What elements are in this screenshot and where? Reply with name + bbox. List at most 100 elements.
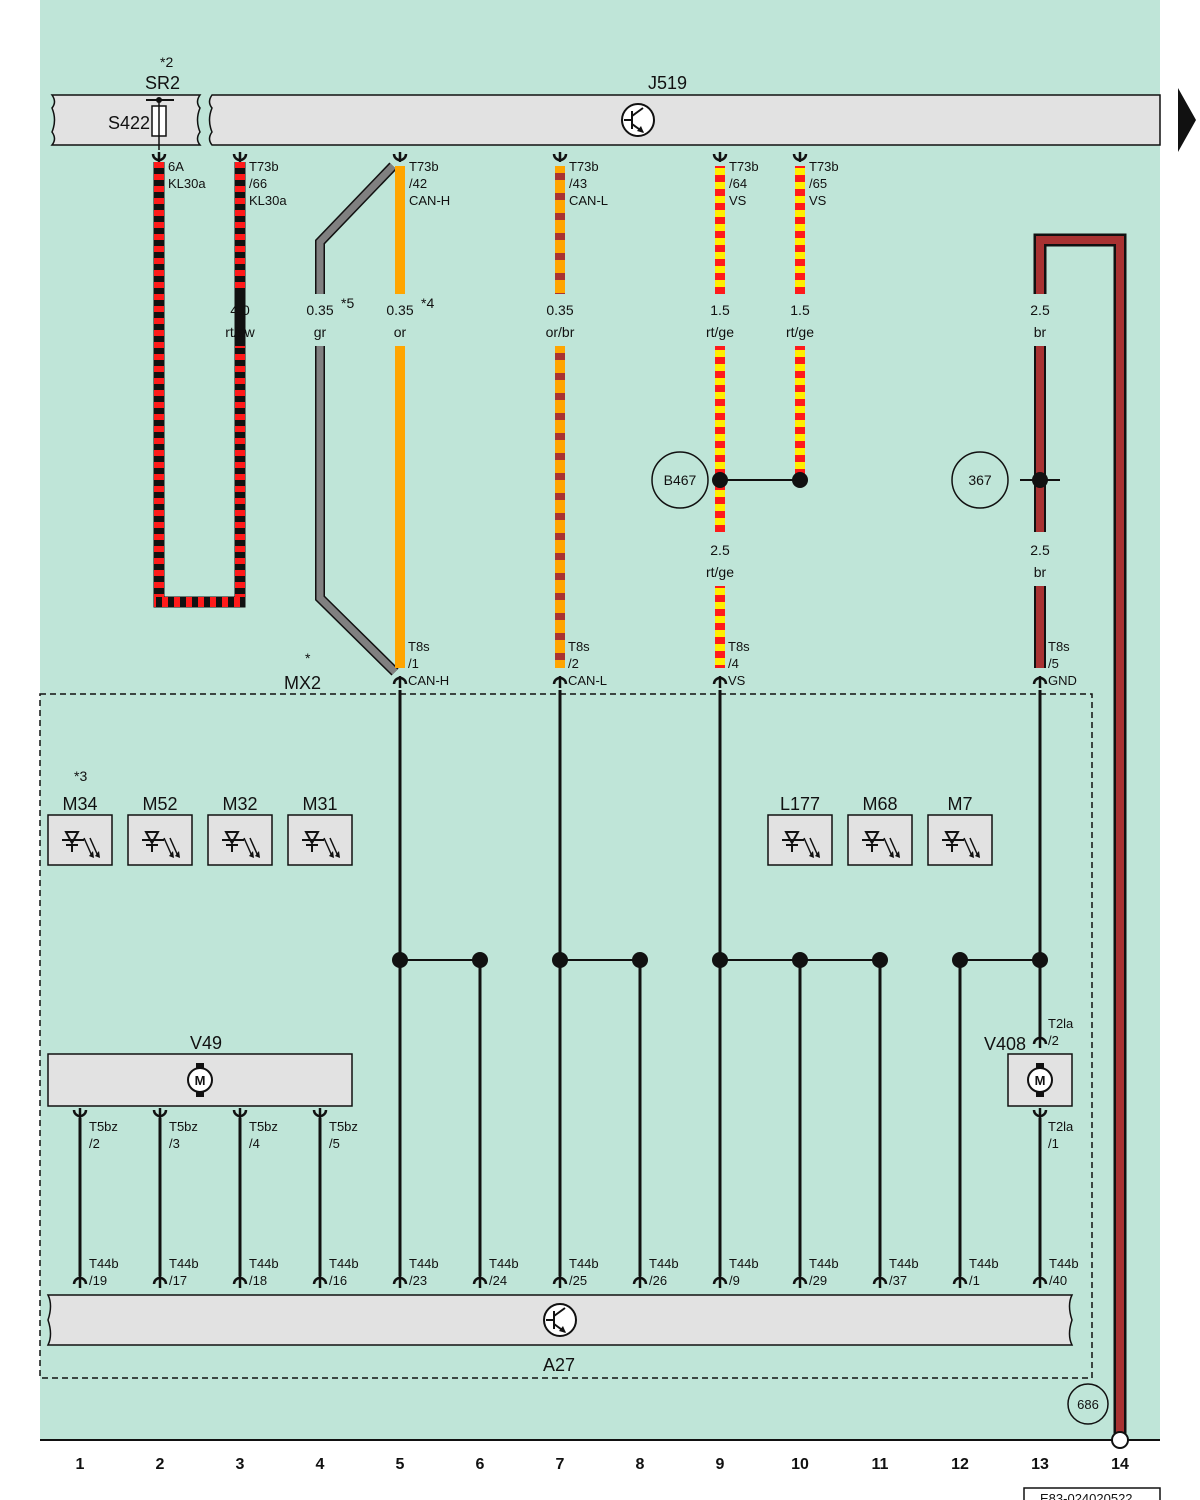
367-label: 367 (968, 472, 992, 488)
lamp-m68: M68 (847, 794, 913, 866)
wire-col4-grey (315, 162, 399, 676)
a27-pin-label: T44b (489, 1256, 519, 1271)
lamp-m32: M32 (207, 794, 273, 866)
mx2-pin-label-p7: T8s (568, 639, 590, 654)
mx2-pin-label-p5: CAN-H (408, 673, 449, 688)
wire-size-w9b: 2.5 (710, 542, 730, 558)
mx2-pin-label-p5: /1 (408, 656, 419, 671)
v49-pin-label: /4 (249, 1136, 260, 1151)
wire-color-w13: br (1034, 324, 1047, 340)
a27-pin-label: /18 (249, 1273, 267, 1288)
mx2-pin-label-p9: VS (728, 673, 746, 688)
a27-pin-label: /40 (1049, 1273, 1067, 1288)
column-number: 5 (396, 1456, 405, 1473)
a27-pin-label: T44b (889, 1256, 919, 1271)
column-number: 9 (716, 1456, 725, 1473)
column-number: 14 (1111, 1456, 1129, 1473)
wire-col5-orange (395, 166, 405, 668)
v49-pin-label: T5bz (249, 1119, 278, 1134)
v49-pin-label: T5bz (89, 1119, 118, 1134)
column-number: 11 (872, 1456, 889, 1473)
column-number: 13 (1031, 1456, 1049, 1473)
label-layer: 6AKL30aT73b/66KL30aT73b/42CAN-HT73b/43CA… (47, 159, 1129, 1473)
v408-pin-label: T2la (1048, 1119, 1074, 1134)
a27-pin-label: /25 (569, 1273, 587, 1288)
next-page-arrow[interactable] (1178, 88, 1196, 152)
686-label: 686 (1077, 1397, 1099, 1412)
a27-pin-label: T44b (409, 1256, 439, 1271)
lamp-label: M32 (222, 794, 257, 814)
column-number: 10 (791, 1456, 809, 1473)
lamp-m52: M52 (127, 794, 193, 866)
junction-367: 367 (951, 451, 1060, 509)
wire-size-w13: 2.5 (1030, 302, 1050, 318)
a27-pin-label: /23 (409, 1273, 427, 1288)
a27-pin-label: /37 (889, 1273, 907, 1288)
wire-col10-rtge (795, 166, 805, 480)
lamp-m34: M34 (47, 794, 113, 866)
v408-label: V408 (984, 1034, 1026, 1054)
motor-icon: M (1027, 1063, 1053, 1097)
led-icon (222, 831, 260, 858)
lamp-label: M31 (302, 794, 337, 814)
pin-label-p7: CAN-L (569, 193, 608, 208)
column-number: 12 (951, 1456, 969, 1473)
lamp-label: M52 (142, 794, 177, 814)
v49-label: V49 (190, 1033, 222, 1053)
wire-color-w5: or (394, 324, 407, 340)
lamp-label: M34 (62, 794, 97, 814)
led-icon (62, 831, 100, 858)
sr2-label: SR2 (145, 73, 180, 93)
column-number: 3 (236, 1456, 245, 1473)
connector-layer (72, 152, 1048, 1288)
column-number: 1 (76, 1456, 85, 1473)
lamp-l177: L177 (767, 794, 833, 866)
v408-pin-label: T2la (1048, 1016, 1074, 1031)
mx2-pin-label-p13: GND (1048, 673, 1077, 688)
motor-v408: V408 M (984, 1034, 1073, 1107)
transistor-icon (621, 103, 655, 137)
wire-size-w4: 0.35 (306, 302, 333, 318)
internal-splices (392, 952, 1048, 968)
mx2-label: MX2 (284, 673, 321, 693)
fuse-label-s422: S422 (108, 113, 150, 133)
pin-label-p3: /66 (249, 176, 267, 191)
wire-col9-rtge (715, 166, 725, 668)
wire-col2-3-loop (153, 162, 246, 608)
svg-text:M: M (195, 1073, 206, 1088)
a27-pin-label: /17 (169, 1273, 187, 1288)
mx2-pin-label-p7: /2 (568, 656, 579, 671)
motor-icon: M (187, 1063, 213, 1097)
control-unit-j519: J519 (208, 73, 1161, 146)
mx2-pin-label-p13: /5 (1048, 656, 1059, 671)
mx2-pin-label-p7: CAN-L (568, 673, 607, 688)
wire-size-w10: 1.5 (790, 302, 810, 318)
v49-pin-label: T5bz (169, 1119, 198, 1134)
wire-color-w4: gr (314, 324, 327, 340)
mx2-pin-label-p5: T8s (408, 639, 430, 654)
led-icon (142, 831, 180, 858)
wire-size-w13b: 2.5 (1030, 542, 1050, 558)
wire-size-w7: 0.35 (546, 302, 573, 318)
pin-label-p5: CAN-H (409, 193, 450, 208)
wire-color-w3: rt/sw (225, 324, 255, 340)
pin-label-p9: VS (729, 193, 747, 208)
a27-pin-label: /26 (649, 1273, 667, 1288)
pin-label-p2: 6A (168, 159, 184, 174)
a27-pin-label: T44b (249, 1256, 279, 1271)
v49-pin-label: /2 (89, 1136, 100, 1151)
pin-label-p5: /42 (409, 176, 427, 191)
right-margin (1160, 0, 1200, 1500)
wire-note-w5: *4 (421, 295, 434, 311)
a27-pin-label: T44b (329, 1256, 359, 1271)
v49-pin-label: /5 (329, 1136, 340, 1151)
b467-label: B467 (664, 472, 697, 488)
pin-label-p9: T73b (729, 159, 759, 174)
mx2-pin-label-p9: /4 (728, 656, 739, 671)
pin-label-p2: KL30a (168, 176, 206, 191)
a27-pin-label: T44b (89, 1256, 119, 1271)
ground-686: 686 (1067, 1383, 1109, 1425)
column-number: 7 (556, 1456, 565, 1473)
sr2-note: *2 (160, 54, 173, 70)
